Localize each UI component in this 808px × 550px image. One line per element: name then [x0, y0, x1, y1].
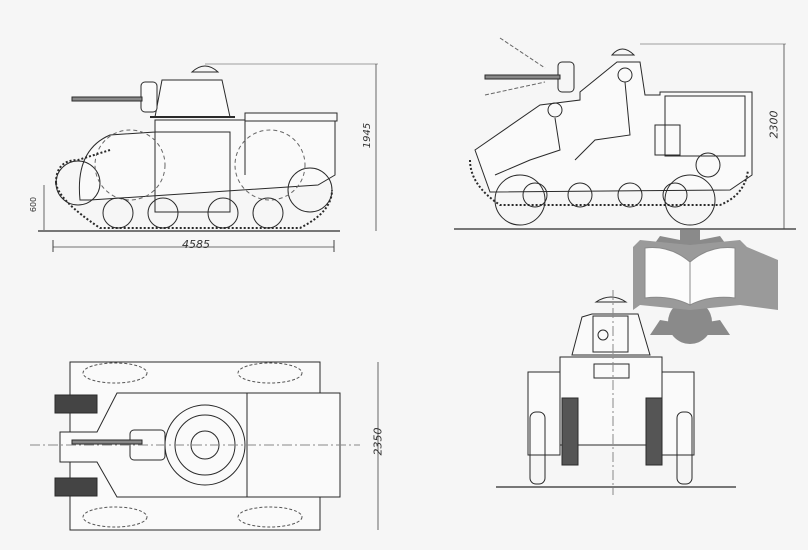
side-view-cutaway: [454, 37, 796, 230]
side-view-exterior: [38, 63, 378, 252]
dimension-width-label: 2350: [371, 427, 385, 456]
dimension-height-label: 1945: [362, 122, 374, 149]
front-view: [496, 290, 736, 495]
open-book-gear-logo-icon: [633, 230, 778, 344]
dimension-length-label: 4585: [182, 238, 210, 251]
dimension-cutaway-height-label: 2300: [767, 110, 781, 139]
top-view: [30, 361, 379, 531]
dimension-ground-clearance-label: 600: [29, 196, 39, 213]
